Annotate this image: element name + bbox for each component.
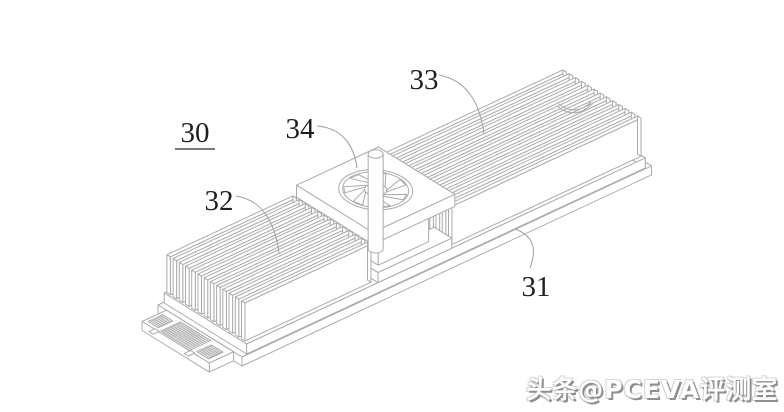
label-34: 34	[286, 113, 316, 145]
label-32: 32	[205, 185, 234, 217]
figure-annotations: 30 31 32 33 34	[175, 64, 551, 303]
label-33: 33	[410, 64, 439, 96]
leader-line-32	[235, 195, 280, 254]
leader-line-34	[316, 125, 358, 169]
leader-line-33	[438, 74, 485, 135]
label-30: 30	[181, 117, 210, 149]
ssd-assembly-drawing	[141, 69, 652, 373]
leader-line-31	[514, 228, 534, 269]
label-31: 31	[522, 271, 551, 303]
watermark: 头条@PCEVA评测室	[526, 375, 778, 404]
